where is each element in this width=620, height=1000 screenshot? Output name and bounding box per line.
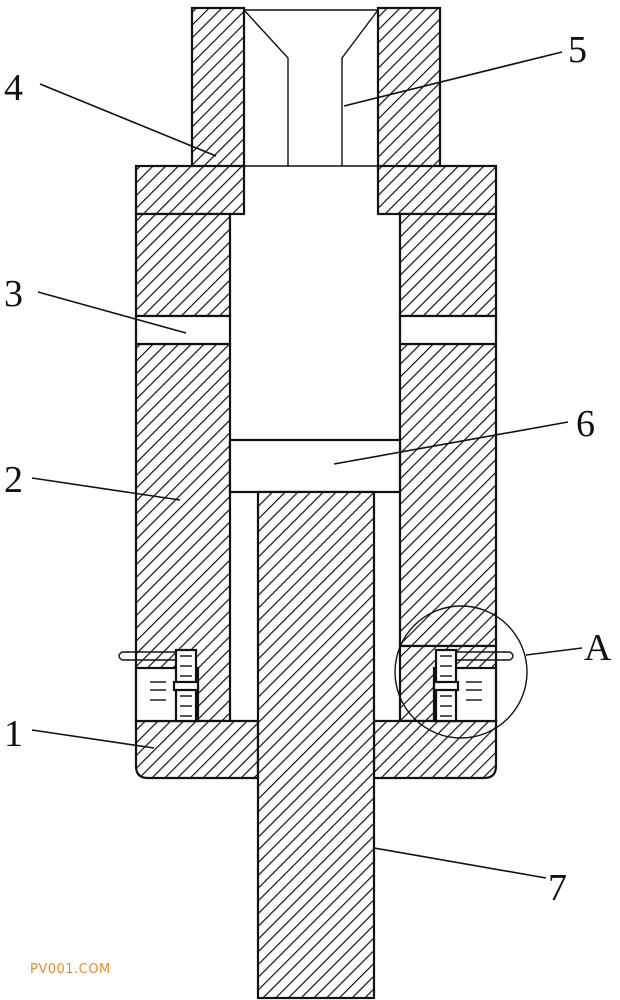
right-bearing-assembly [432,648,514,723]
label-1: 1 [4,713,23,755]
rod [256,490,376,1000]
detail-circle [394,605,528,739]
left-bearing-assembly [118,648,200,723]
funnel-insert [243,9,379,166]
base-plate [134,719,498,780]
label-5: 5 [568,29,587,71]
inner-bore [229,492,401,721]
label-2: 2 [4,459,23,501]
top-tube [190,6,442,170]
label-6: 6 [576,403,595,445]
part-labels: 4 5 3 6 2 A 1 7 [4,29,612,909]
label-a: A [584,627,612,669]
top-cap [134,164,498,216]
leader-lines [31,51,583,879]
label-4: 4 [4,67,23,109]
label-7: 7 [548,867,567,909]
label-3: 3 [4,273,23,315]
side-slots [134,314,498,346]
piston [228,438,402,494]
watermark: PV001.COM [30,962,111,977]
